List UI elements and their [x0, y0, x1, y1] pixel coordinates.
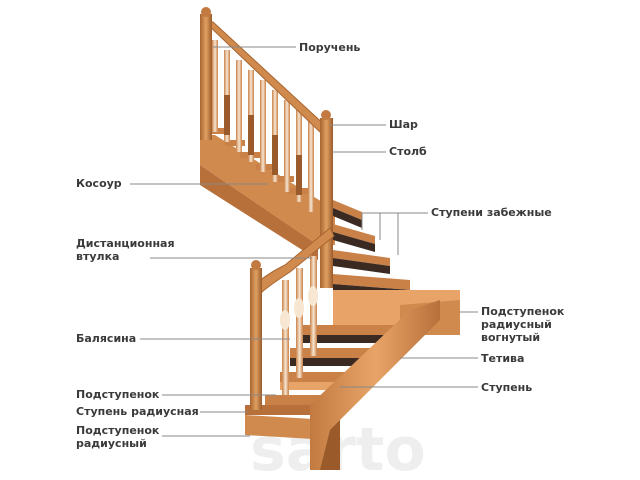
label-riser-radius-line2: радиусный: [76, 437, 147, 450]
label-kosour: Косоур: [76, 177, 122, 190]
label-riser-radius-concave-line3: вогнутый: [481, 331, 541, 344]
label-baluster: Балясина: [76, 332, 137, 345]
upper-kosour: [200, 135, 335, 245]
label-tetiva: Тетива: [481, 352, 525, 365]
top-post: [200, 14, 212, 140]
label-riser-radius-line1: Подступенок: [76, 424, 160, 437]
tetiva: [310, 300, 440, 470]
winder-steps-group: [333, 200, 410, 298]
label-step: Ступень: [481, 381, 533, 394]
bottom-ball: [251, 260, 261, 270]
label-handrail: Поручень: [299, 41, 361, 54]
upper-handrail: [203, 21, 329, 133]
lower-balusters: [280, 256, 318, 395]
upper-kosour-face: [200, 165, 318, 260]
label-riser-radius-concave-line2: радиусный: [481, 318, 552, 331]
label-post: Столб: [389, 145, 427, 158]
label-riser-radius-concave-line1: Подступенок: [481, 305, 565, 318]
top-ball: [201, 7, 211, 17]
label-spacer: Дистанционная втулка: [76, 237, 175, 263]
lower-handrail: [254, 227, 335, 293]
label-ball: Шар: [389, 118, 418, 131]
middle-ball: [321, 110, 331, 120]
label-spacer-line2: втулка: [76, 250, 120, 263]
label-riser: Подступенок: [76, 388, 160, 401]
label-winder-steps: Ступени забежные: [431, 206, 552, 219]
label-step-radius: Ступень радиусная: [76, 405, 199, 418]
label-spacer-line1: Дистанционная: [76, 237, 175, 250]
label-riser-radius-concave: Подступенок радиусный вогнутый: [481, 305, 564, 344]
upper-balusters: [212, 40, 314, 212]
label-riser-radius: Подступенок радиусный: [76, 424, 159, 450]
leader-lines: [130, 46, 478, 437]
middle-post: [320, 118, 333, 288]
